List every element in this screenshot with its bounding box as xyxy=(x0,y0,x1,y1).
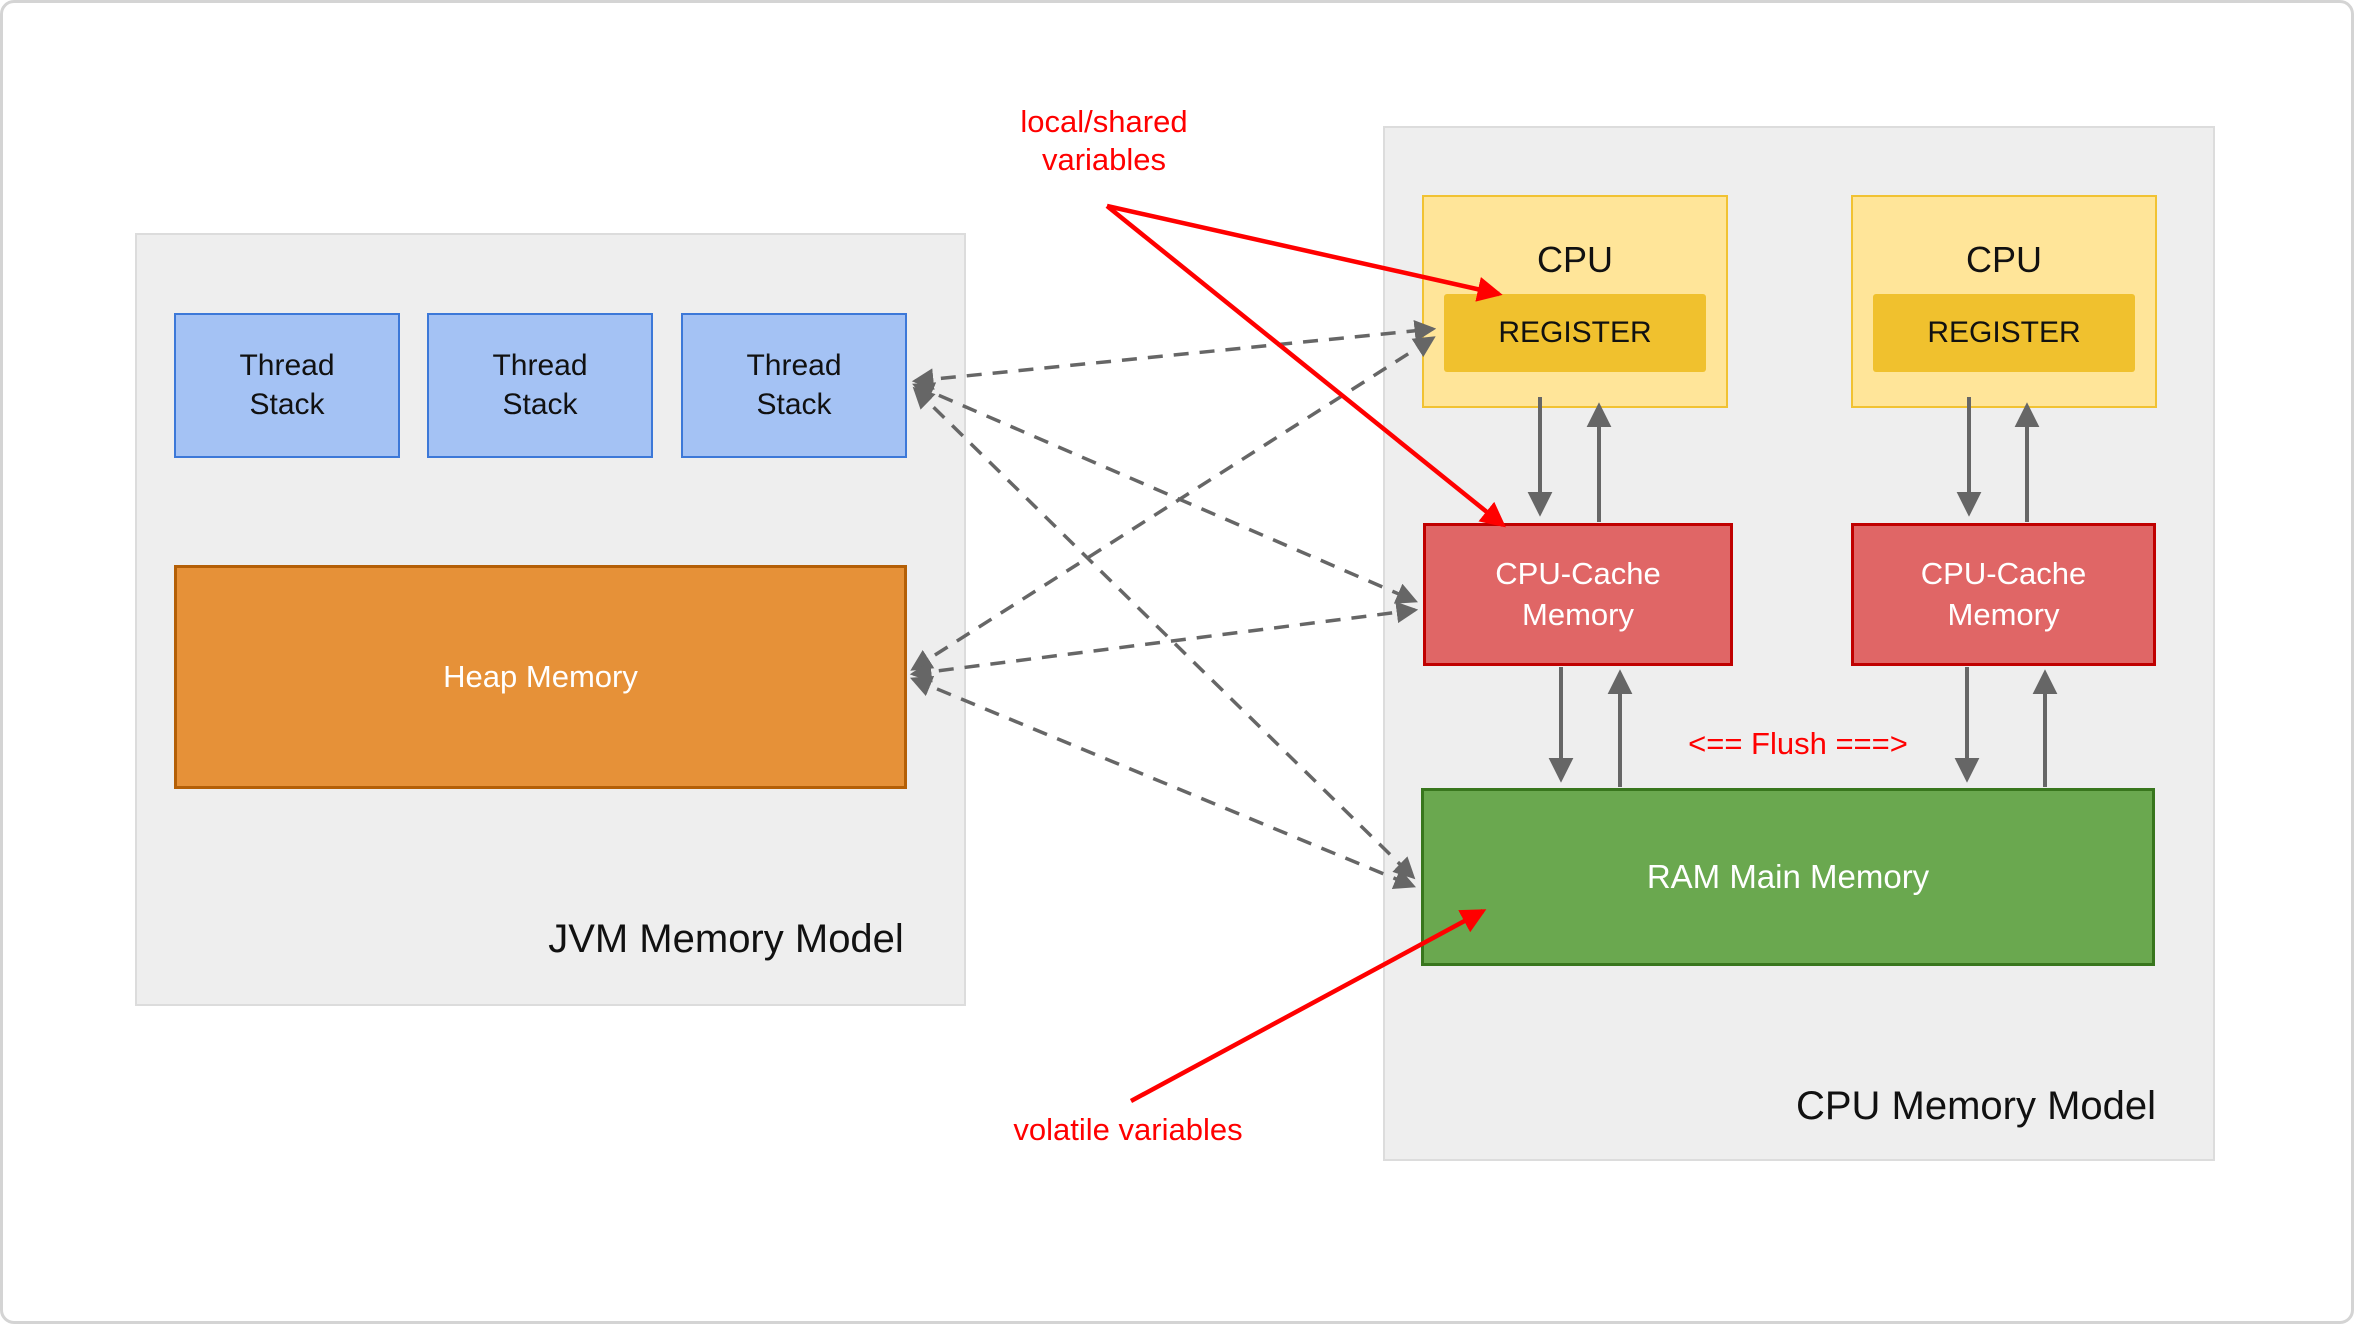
heap-memory-box: Heap Memory xyxy=(174,565,907,789)
flush-annotation: <== Flush ===> xyxy=(1688,726,1908,761)
thread-stack-box-2: Thread Stack xyxy=(427,313,653,458)
dashed-arrow-thread3-cache1 xyxy=(912,382,1418,604)
dashed-arrow-heap-register1 xyxy=(910,336,1436,671)
cpu-panel-title: CPU Memory Model xyxy=(1795,1084,2157,1128)
dashed-arrow-thread3-ram xyxy=(912,386,1416,880)
dashed-arrow-thread3-register1 xyxy=(911,320,1437,390)
register-box-2: REGISTER xyxy=(1873,294,2135,372)
jvm-panel-title: JVM Memory Model xyxy=(548,917,904,961)
dashed-connectors xyxy=(909,320,1437,889)
thread-stack-box-3: Thread Stack xyxy=(681,313,907,458)
dashed-arrow-heap-cache1 xyxy=(909,601,1419,683)
dashed-arrow-heap-ram xyxy=(909,676,1417,889)
cpu-cache-box-1: CPU-Cache Memory xyxy=(1423,523,1733,666)
register-box-1: REGISTER xyxy=(1444,294,1706,372)
cpu-box-2: CPU REGISTER xyxy=(1851,195,2157,408)
cpu-label-2: CPU xyxy=(1965,239,2042,280)
volatile-variables-annotation: volatile variables xyxy=(1013,1112,1243,1147)
cpu-box-1: CPU REGISTER xyxy=(1422,195,1728,408)
cpu-cache-box-2: CPU-Cache Memory xyxy=(1851,523,2156,666)
thread-stack-box-1: Thread Stack xyxy=(174,313,400,458)
local-shared-variables-annotation: local/shared variables xyxy=(1020,104,1188,177)
ram-main-memory-box: RAM Main Memory xyxy=(1421,788,2155,966)
cpu-label-1: CPU xyxy=(1536,239,1613,280)
